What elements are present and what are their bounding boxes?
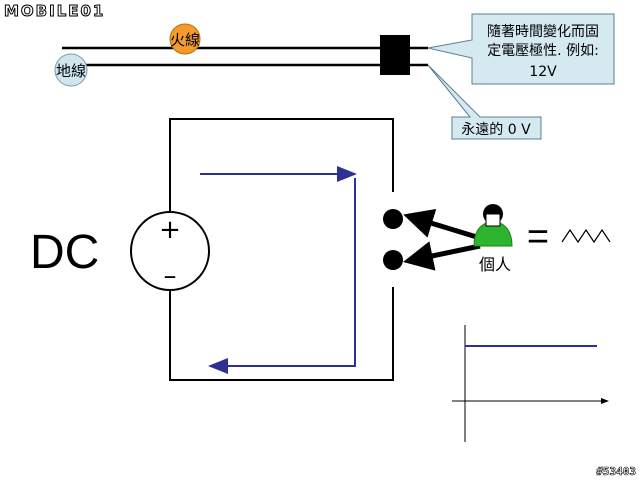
dc-minus-sign: – — [164, 261, 177, 291]
dc-label: DC — [30, 226, 99, 279]
mobile01-logo: MOBILE01 — [3, 2, 106, 21]
person-label: 個人 — [479, 255, 511, 274]
circuit-wire-bottom — [169, 287, 394, 381]
sine-wave-icon — [561, 228, 611, 244]
live-wire-badge — [169, 23, 201, 55]
callout-top-line3: 12V — [529, 64, 557, 80]
terminal-bottom — [383, 250, 403, 270]
live-wire-label: 火線 — [170, 31, 200, 49]
watermark-id: #53403 — [596, 465, 636, 479]
callout-top-box — [427, 13, 615, 85]
callout-top-line2: 定電壓極性. 例如: — [487, 43, 599, 59]
ground-wire-badge — [54, 53, 88, 87]
ground-wire-label: 地線 — [56, 62, 86, 80]
callout-top-line1: 隨著時間變化而固 — [487, 24, 599, 40]
touch-arrow-bottom — [403, 241, 481, 271]
circuit-wire — [169, 118, 394, 214]
equals-sign: = — [527, 216, 549, 258]
callout-bottom-box — [427, 64, 542, 140]
current-flow-arrow-return — [208, 178, 356, 374]
dc-source-symbol — [130, 211, 210, 291]
person-icon — [473, 204, 513, 247]
terminal-top — [383, 209, 403, 229]
dc-plus-sign: + — [159, 215, 181, 245]
outlet-block — [380, 35, 410, 75]
touch-arrow-top — [403, 208, 481, 241]
callout-bottom-text: 永遠的 0 V — [461, 122, 531, 138]
